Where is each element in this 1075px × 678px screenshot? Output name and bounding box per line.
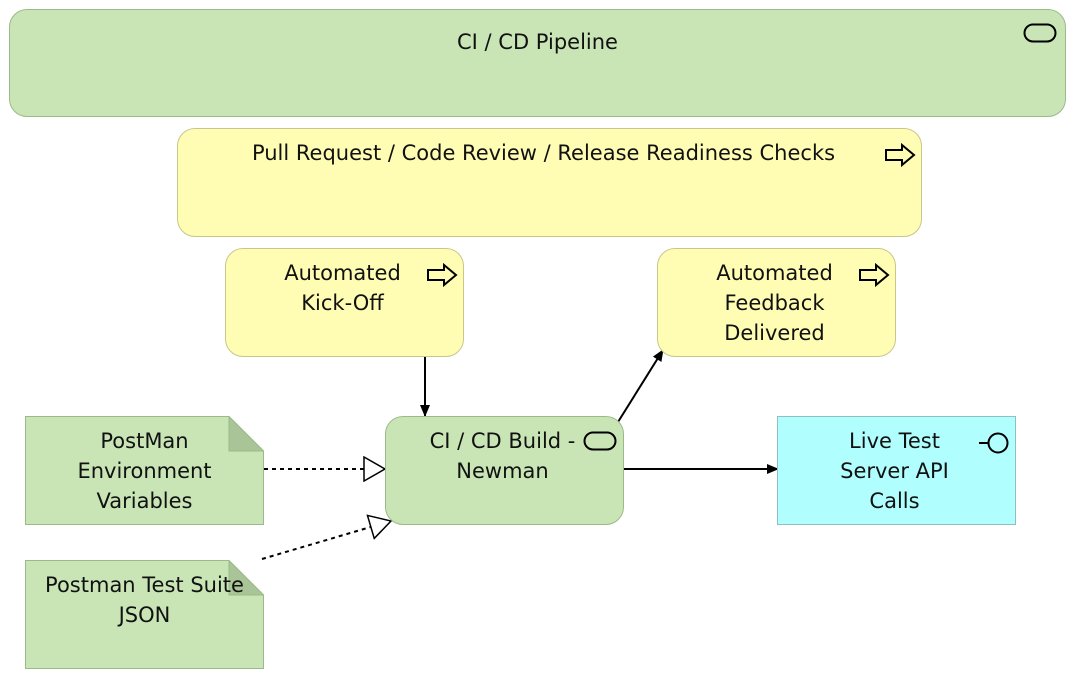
live-api-label: Live Test Server API Calls	[840, 429, 949, 513]
artifact-note-icon	[25, 560, 264, 669]
test-suite-label: Postman Test Suite JSON	[45, 573, 244, 627]
artifact-note-icon	[25, 416, 264, 525]
process-arrow-icon	[859, 263, 890, 287]
pr-checks-label: Pull Request / Code Review / Release Rea…	[251, 141, 836, 165]
feedback-label: Automated Feedback Delivered	[716, 261, 833, 345]
pipeline-label: CI / CD Pipeline	[457, 30, 618, 54]
edge-build-to-feedback[interactable]	[617, 349, 664, 423]
build-label: CI / CD Build - Newman	[429, 429, 576, 483]
env-vars-label: PostMan Environment Variables	[77, 429, 212, 513]
live-api-node[interactable]: Live Test Server API Calls	[777, 416, 1016, 525]
pipeline-node[interactable]: CI / CD Pipeline	[9, 9, 1066, 117]
kickoff-node[interactable]: Automated Kick-Off	[225, 248, 464, 357]
test-suite-node[interactable]: Postman Test Suite JSON	[25, 560, 264, 669]
process-arrow-icon	[427, 263, 458, 287]
kickoff-label: Automated Kick-Off	[284, 261, 401, 315]
build-node[interactable]: CI / CD Build - Newman	[385, 416, 624, 525]
pr-checks-node[interactable]: Pull Request / Code Review / Release Rea…	[177, 128, 922, 237]
process-arrow-icon	[885, 143, 916, 167]
env-vars-node[interactable]: PostMan Environment Variables	[25, 416, 264, 525]
service-icon	[583, 431, 617, 451]
edge-test-suite-to-build[interactable]	[261, 521, 391, 560]
feedback-node[interactable]: Automated Feedback Delivered	[657, 248, 896, 357]
interface-icon	[979, 432, 1009, 454]
service-icon	[1023, 23, 1057, 43]
